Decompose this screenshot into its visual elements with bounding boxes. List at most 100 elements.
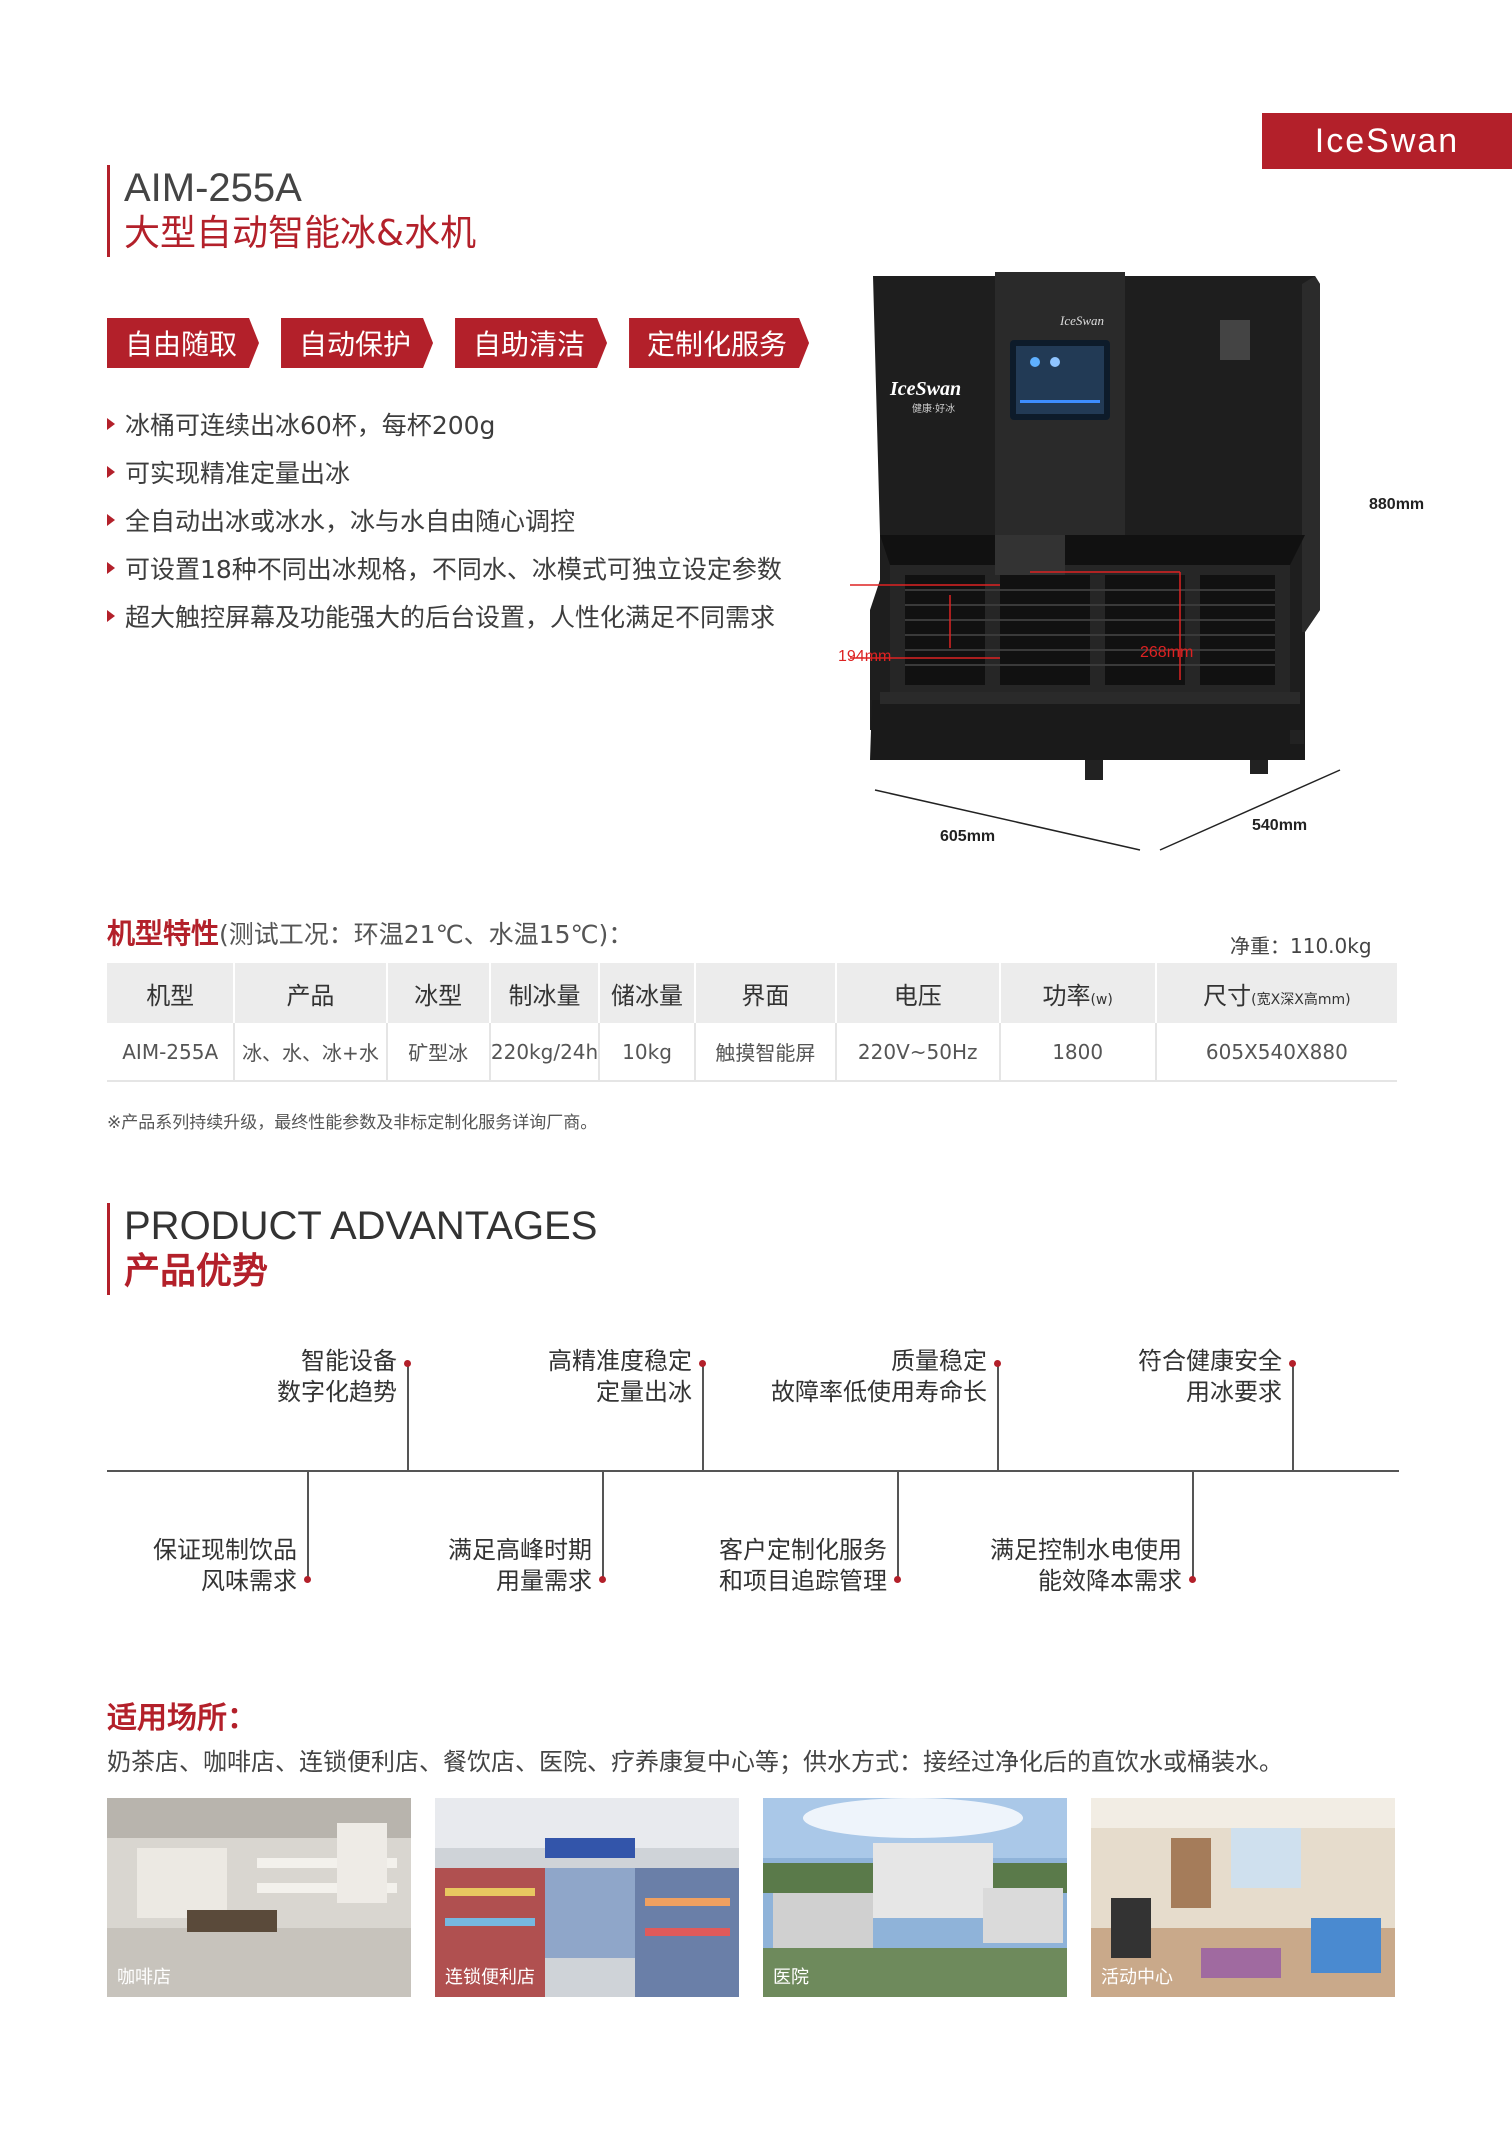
advantages-timeline: 智能设备数字化趋势 高精准度稳定定量出冰 质量稳定故障率低使用寿命长 符合健康安… [107,1320,1399,1620]
brand-tag: IceSwan [1262,113,1512,169]
title-block: AIM-255A 大型自动智能冰&水机 [107,165,476,257]
net-weight: 净重：110.0kg [1230,934,1372,958]
model-title: AIM-255A [124,166,302,210]
timeline-stem [897,1472,899,1580]
advantage-line: 保证现制饮品 [153,1536,297,1564]
advantage-top-1: 智能设备数字化趋势 [277,1346,397,1408]
advantage-line: 风味需求 [201,1567,297,1595]
advantage-line: 和项目追踪管理 [719,1567,887,1595]
advantage-bottom-4: 满足控制水电使用能效降本需求 [990,1535,1182,1597]
bullet-arrow-icon [107,466,115,478]
venue-label: 咖啡店 [117,1967,171,1988]
machine-illustration: IceSwan IceSwan 健康·好冰 [835,260,1424,860]
bullet-text: 超大触控屏幕及功能强大的后台设置，人性化满足不同需求 [125,603,776,632]
timeline-stem [602,1472,604,1580]
venue-label: 医院 [773,1967,809,1988]
feature-pill: 自助清洁 [455,318,607,368]
spec-header-row: 机型 产品 冰型 制冰量 储冰量 界面 电压 功率(w) 尺寸(宽X深X高mm) [107,963,1397,1023]
advantage-top-2: 高精准度稳定定量出冰 [548,1346,692,1408]
advantages-title-cn: 产品优势 [124,1251,269,1292]
spec-header-cell: 尺寸(宽X深X高mm) [1155,963,1397,1023]
venue-gallery: 咖啡店 连锁便利店 医院 [107,1798,1395,1997]
advantage-line: 质量稳定 [891,1347,987,1375]
spec-cell: 10kg [599,1023,696,1082]
spec-cell: 矿型冰 [386,1023,491,1082]
advantage-line: 定量出冰 [596,1378,692,1406]
spec-cell: 1800 [999,1023,1157,1082]
spec-cell: 触摸智能屏 [694,1023,837,1082]
venue-card-hospital: 医院 [763,1798,1067,1997]
advantage-line: 满足控制水电使用 [990,1536,1182,1564]
convenience-store-photo [435,1798,739,1997]
timeline-stem [407,1362,409,1470]
advantage-bottom-1: 保证现制饮品风味需求 [153,1535,297,1597]
spec-note: ※产品系列持续升级，最终性能参数及非标定制化服务详询厂商。 [107,1113,598,1133]
timeline-stem [1292,1362,1294,1470]
advantage-top-4: 符合健康安全用冰要求 [1138,1346,1282,1408]
advantage-line: 数字化趋势 [277,1378,397,1406]
machine-logo-small: IceSwan [1059,313,1104,328]
timeline-dot [894,1576,901,1583]
feature-pill: 自动保护 [281,318,433,368]
spec-header-unit: (宽X深X高mm) [1251,991,1351,1008]
model-subtitle: 大型自动智能冰&水机 [124,213,477,254]
bullet-item: 可实现精准定量出冰 [107,448,782,496]
spec-cell: 605X540X880 [1155,1023,1397,1082]
timeline-dot [304,1576,311,1583]
dim-width: 605mm [940,828,996,845]
bullet-item: 可设置18种不同出冰规格，不同水、冰模式可独立设定参数 [107,544,782,592]
advantage-line: 用冰要求 [1186,1378,1282,1406]
spec-title: 机型特性 [107,917,220,950]
advantage-line: 客户定制化服务 [719,1536,887,1564]
advantages-title-en: PRODUCT ADVANTAGES [124,1204,598,1248]
venue-label: 连锁便利店 [445,1967,535,1988]
advantages-title-block: PRODUCT ADVANTAGES 产品优势 [107,1203,597,1295]
hospital-photo [763,1798,1067,1997]
spec-header-cell: 功率(w) [999,963,1157,1023]
dim-right-gap: 268mm [1140,644,1194,661]
feature-pills: 自由随取 自动保护 自助清洁 定制化服务 [107,318,831,368]
timeline-dot [699,1360,706,1367]
spec-header-label: 功率 [1042,981,1091,1010]
bullet-arrow-icon [107,610,115,622]
timeline-dot [404,1360,411,1367]
timeline-axis [107,1470,1399,1472]
spec-header-cell: 界面 [694,963,837,1023]
spec-data-row: AIM-255A 冰、水、冰+水 矿型冰 220kg/24h 10kg 触摸智能… [107,1023,1397,1082]
dim-left-gap: 194mm [838,648,892,665]
advantage-bottom-3: 客户定制化服务和项目追踪管理 [719,1535,887,1597]
advantage-line: 高精准度稳定 [548,1347,692,1375]
spec-cell: 220V~50Hz [835,1023,1001,1082]
bullet-arrow-icon [107,562,115,574]
timeline-stem [307,1472,309,1580]
bullet-arrow-icon [107,418,115,430]
spec-header-cell: 制冰量 [489,963,601,1023]
cafe-photo [107,1798,411,1997]
bullet-text: 冰桶可连续出冰60杯，每杯200g [125,411,496,440]
spec-cell: 220kg/24h [489,1023,601,1082]
ice-machine-image: IceSwan IceSwan 健康·好冰 [835,272,1361,851]
advantage-top-3: 质量稳定故障率低使用寿命长 [771,1346,987,1408]
dim-depth: 540mm [1252,817,1308,834]
spec-header-cell: 产品 [234,963,388,1023]
feature-pill: 定制化服务 [629,318,809,368]
timeline-stem [702,1362,704,1470]
bullet-item: 冰桶可连续出冰60杯，每杯200g [107,400,782,448]
venue-card-convenience-store: 连锁便利店 [435,1798,739,1997]
activity-center-photo [1091,1798,1395,1997]
spec-header-cell: 电压 [835,963,1001,1023]
spec-header-cell: 机型 [107,963,236,1023]
advantage-line: 满足高峰时期 [448,1536,592,1564]
spec-heading: 机型特性(测试工况：环温21℃、水温15℃)： [107,912,633,952]
timeline-dot [994,1360,1001,1367]
advantage-line: 用量需求 [496,1567,592,1595]
bullet-arrow-icon [107,514,115,526]
spec-conditions: (测试工况：环温21℃、水温15℃)： [219,920,634,949]
timeline-dot [1289,1360,1296,1367]
spec-header-label: 尺寸 [1203,981,1252,1010]
timeline-dot [1189,1576,1196,1583]
advantage-line: 故障率低使用寿命长 [771,1378,987,1406]
spec-table: 机型 产品 冰型 制冰量 储冰量 界面 电压 功率(w) 尺寸(宽X深X高mm)… [107,963,1397,1082]
bullet-item: 超大触控屏幕及功能强大的后台设置，人性化满足不同需求 [107,592,782,640]
machine-logo: IceSwan [889,378,961,400]
